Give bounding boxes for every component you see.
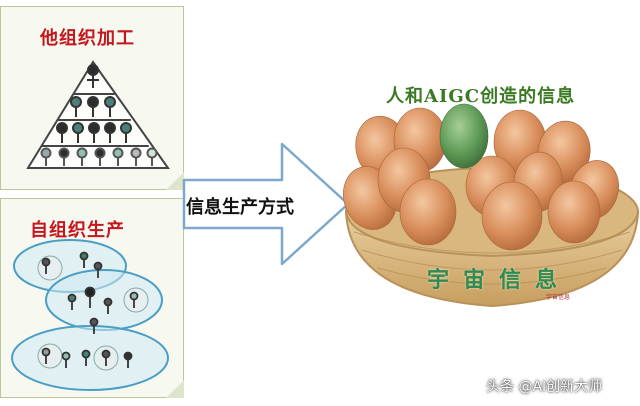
self-organizing-diagram	[11, 239, 169, 391]
pyramid-diagram	[26, 60, 170, 169]
basket-label: 宇宙信息	[427, 267, 572, 293]
egg-basket-illustration	[343, 103, 639, 308]
eggs-title: 人和AIGC创造的信息	[386, 86, 576, 107]
watermark: 头条 @AI创新大师	[486, 379, 603, 395]
process-arrow	[182, 142, 350, 266]
bottom-panel-fold	[166, 380, 184, 398]
top-panel-title: 他组织加工	[40, 28, 135, 49]
basket-seal: 宇宙信息	[546, 294, 571, 301]
arrow-label: 信息生产方式	[186, 197, 294, 218]
leader-figure	[87, 64, 99, 88]
green-egg	[439, 103, 489, 169]
top-panel-fold	[166, 172, 184, 190]
bottom-panel-title: 自组织生产	[30, 220, 125, 241]
